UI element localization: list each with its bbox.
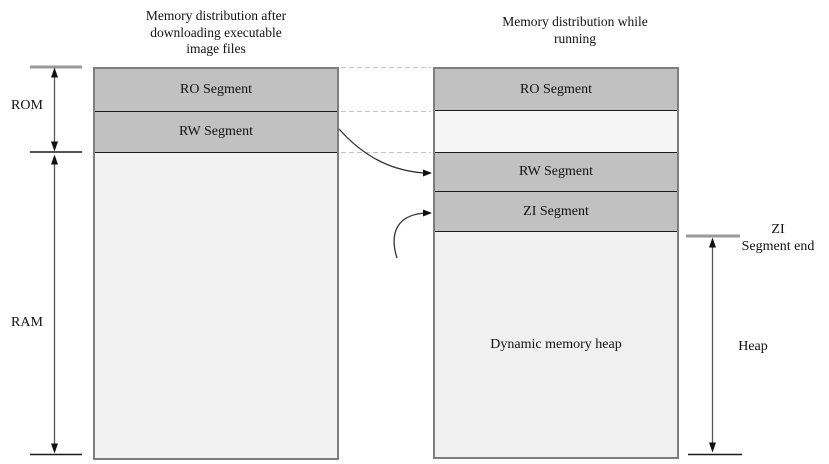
segment-empty-gap [435,111,677,153]
segment-heap: Dynamic memory heap [435,232,677,457]
column-while-running: RO Segment RW Segment ZI Segment Dynamic… [433,67,679,459]
dashed-connector-lines [341,67,431,153]
ram-label: RAM [11,315,43,330]
segment-ro-right-label: RO Segment [520,81,592,97]
segment-zi: ZI Segment [435,192,677,232]
segment-ro-left-label: RO Segment [180,82,252,97]
segment-zi-label: ZI Segment [523,203,589,219]
zi-segment-end-label: ZI Segment end [741,222,815,254]
segment-rw-left: RW Segment [95,112,337,153]
rom-label: ROM [11,98,43,113]
segment-rw-left-label: RW Segment [178,124,254,139]
ram-dimension-arrow [30,154,82,456]
segment-heap-label: Dynamic memory heap [490,336,622,352]
right-column-title: Memory distribution while running [502,14,648,46]
segment-ro-left: RO Segment [95,69,337,112]
segment-rw-right: RW Segment [435,153,677,192]
segment-rw-right-label: RW Segment [518,164,594,179]
rw-relocation-arrow [338,128,432,177]
heap-label: Heap [738,339,768,354]
column-after-download: RO Segment RW Segment [93,67,339,460]
zi-creation-arrow [393,209,432,259]
left-column-title: Memory distribution after downloading ex… [145,8,287,56]
segment-ro-right: RO Segment [435,69,677,111]
